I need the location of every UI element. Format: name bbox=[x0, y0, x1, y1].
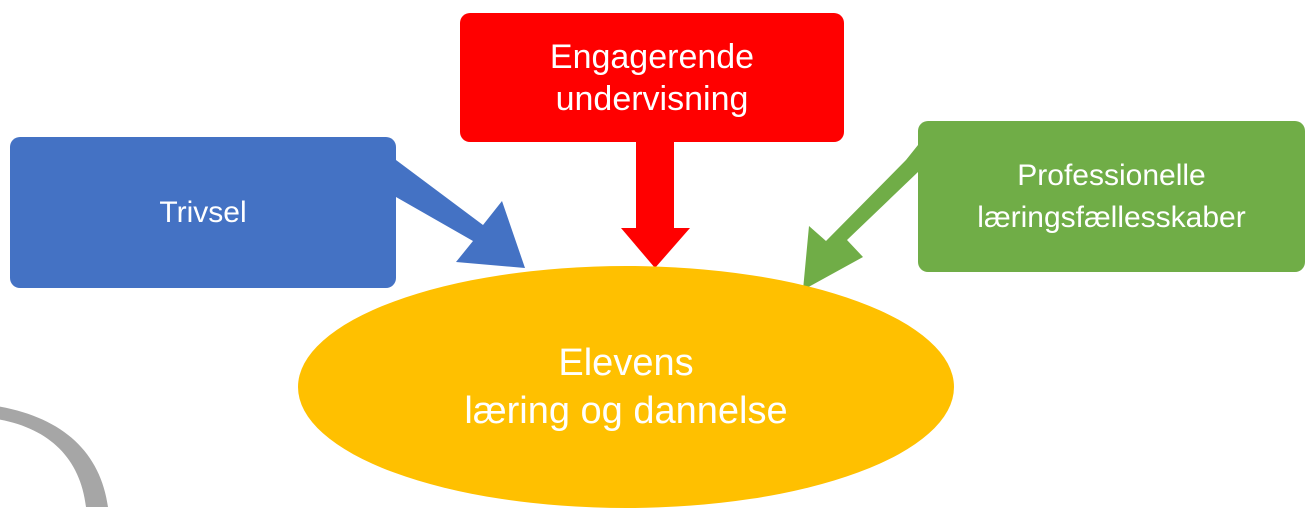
engagerende-undervisning-label: Engagerende undervisning bbox=[549, 37, 755, 118]
arrow-trivsel-to-center bbox=[396, 160, 525, 268]
professionelle-laeringsfaellesskaber-label: Professionelle læringsfællesskaber bbox=[977, 158, 1246, 234]
trivsel-box: Trivsel bbox=[10, 137, 396, 288]
professionelle-laeringsfaellesskaber-box: Professionelle læringsfællesskaber bbox=[918, 121, 1305, 272]
trivsel-label: Trivsel bbox=[159, 195, 247, 229]
elevens-laering-og-dannelse-label: Elevens læring og dannelse bbox=[464, 342, 788, 432]
arrow-professionelle-to-center bbox=[803, 145, 918, 290]
arrow-engagerende-to-center bbox=[621, 142, 690, 268]
engagerende-undervisning-box: Engagerende undervisning bbox=[460, 13, 844, 142]
elevens-laering-og-dannelse-ellipse: Elevens læring og dannelse bbox=[298, 266, 954, 508]
